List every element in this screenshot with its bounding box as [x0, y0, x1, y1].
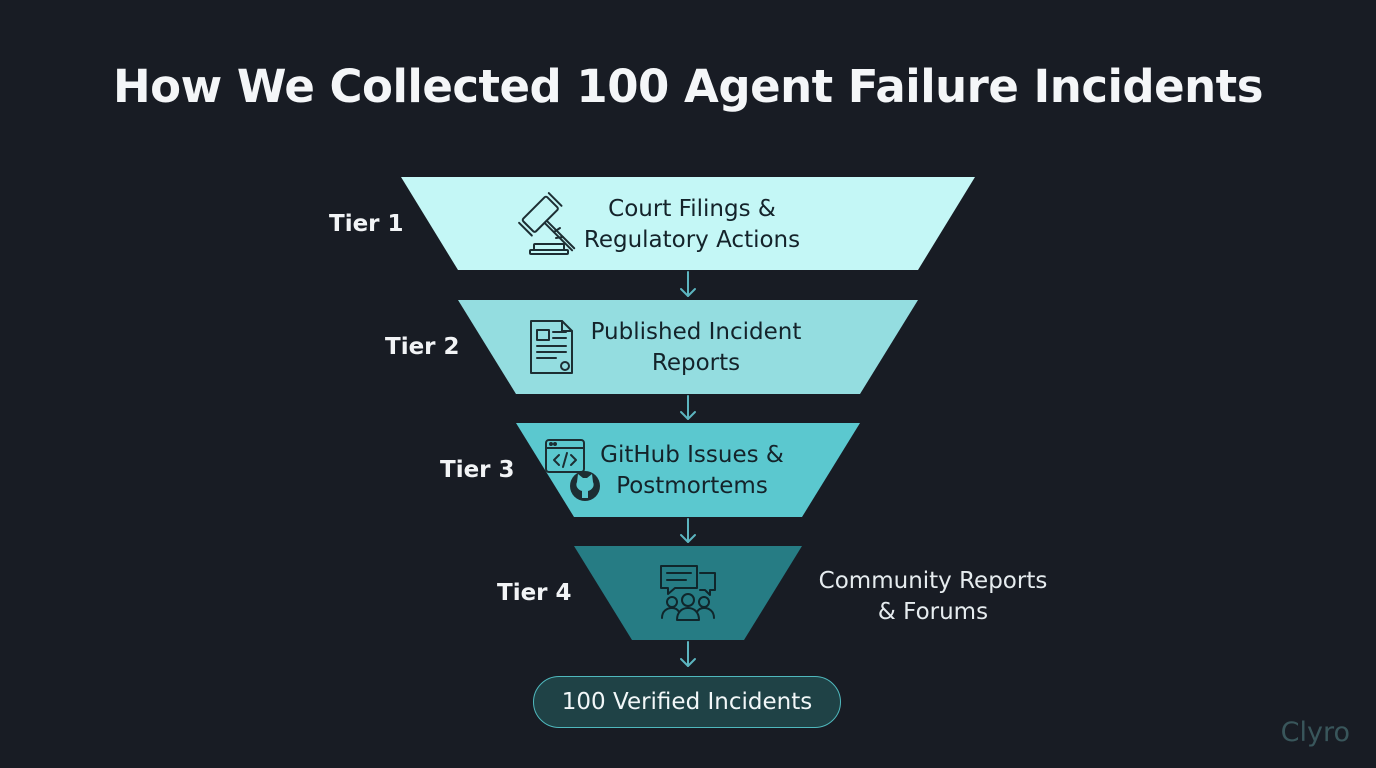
arrow-1-2 — [680, 271, 696, 297]
tier-1-text: Court Filings & Regulatory Actions — [572, 194, 812, 256]
tier-label-3: Tier 3 — [440, 457, 515, 483]
tier-3-line-2: Postmortems — [616, 473, 768, 499]
tier-3-line-1: GitHub Issues & — [600, 442, 784, 468]
tier-4-line-2: & Forums — [877, 599, 989, 625]
tier-label-2: Tier 2 — [385, 334, 460, 360]
arrow-3-4 — [680, 518, 696, 543]
page-title: How We Collected 100 Agent Failure Incid… — [113, 60, 1263, 113]
tier-4-text: Community Reports & Forums — [806, 566, 1060, 628]
brand-logo: Clyro — [1280, 717, 1350, 748]
document-icon — [530, 320, 573, 374]
tier-2-line-1: Published Incident — [590, 319, 802, 345]
funnel-band-tier-3 — [516, 423, 860, 517]
result-pill: 100 Verified Incidents — [533, 676, 841, 728]
chat-people-icon — [660, 565, 716, 621]
result-label: 100 Verified Incidents — [561, 689, 813, 715]
tier-1-line-1: Court Filings & — [608, 196, 776, 222]
tier-label-1: Tier 1 — [329, 211, 404, 237]
gavel-icon — [518, 192, 576, 255]
code-window-github-icon — [545, 439, 585, 473]
tier-label-4: Tier 4 — [497, 580, 572, 606]
arrow-2-3 — [680, 395, 696, 420]
tier-3-text: GitHub Issues & Postmortems — [590, 440, 794, 502]
funnel-band-tier-1 — [401, 177, 975, 270]
tier-2-text: Published Incident Reports — [578, 317, 814, 379]
github-icon — [570, 471, 600, 501]
tier-1-line-2: Regulatory Actions — [583, 227, 801, 253]
arrow-4-result — [680, 641, 696, 667]
tier-2-line-2: Reports — [651, 350, 741, 376]
tier-4-line-1: Community Reports — [818, 568, 1048, 594]
